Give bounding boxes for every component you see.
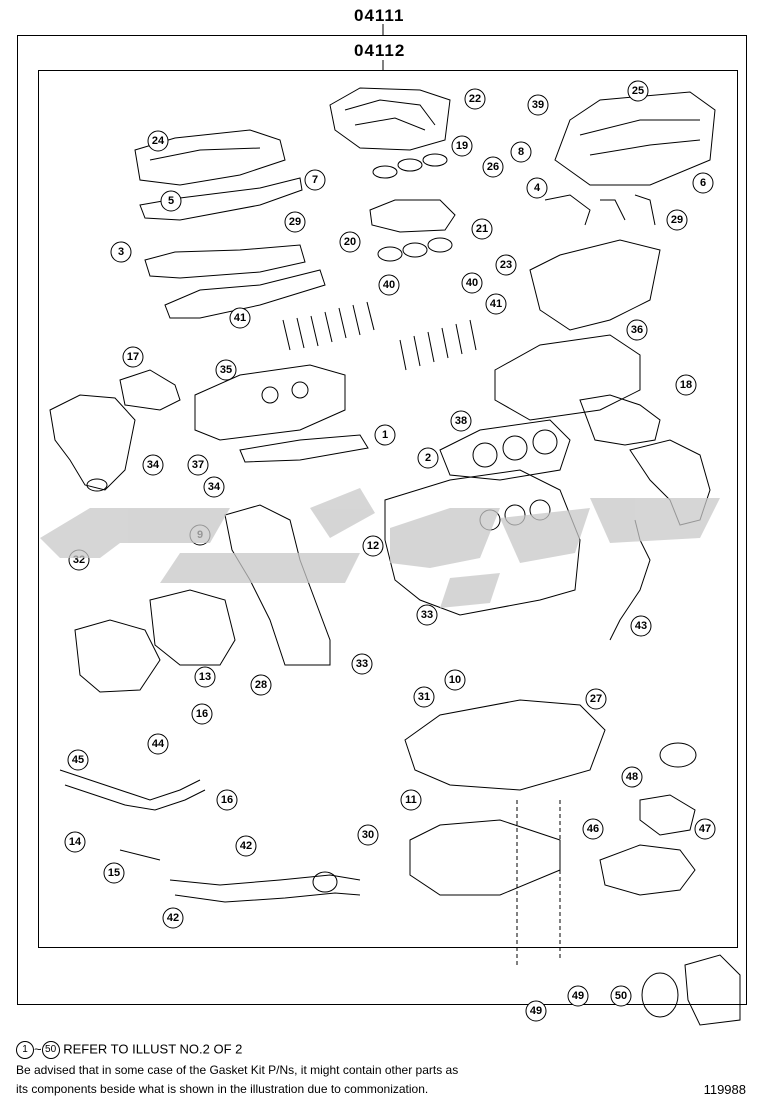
callout-26: 26 [487, 161, 499, 173]
callout-11: 11 [405, 794, 417, 806]
callout-37: 37 [192, 459, 204, 471]
callout-23: 23 [500, 259, 512, 271]
ref-tilde: ~ [34, 1041, 42, 1057]
callout-14: 14 [69, 836, 82, 848]
callout-38: 38 [455, 415, 467, 427]
callout-1: 1 [382, 429, 388, 441]
callout-13: 13 [199, 671, 211, 683]
callout-21: 21 [476, 223, 488, 235]
callout-33a: 33 [421, 609, 433, 621]
callout-32: 32 [73, 554, 85, 566]
callout-50: 50 [615, 990, 627, 1002]
callout-39: 39 [532, 99, 544, 111]
callout-29a: 29 [289, 216, 301, 228]
callout-16b: 16 [221, 794, 233, 806]
callout-46: 46 [587, 823, 599, 835]
callout-19: 19 [456, 140, 468, 152]
figure-id: 119988 [703, 1082, 746, 1097]
callout-44: 44 [152, 738, 165, 750]
callout-18: 18 [680, 379, 692, 391]
callout-22: 22 [469, 93, 481, 105]
callout-47: 47 [699, 823, 711, 835]
callout-6: 6 [700, 177, 706, 189]
inner-kit-frame [38, 70, 738, 948]
callout-31: 31 [418, 691, 430, 703]
callout-43: 43 [635, 620, 647, 632]
callout-42a: 42 [240, 840, 252, 852]
callout-20: 20 [344, 236, 356, 248]
callout-8: 8 [518, 146, 524, 158]
callout-40a: 40 [383, 279, 395, 291]
callout-5: 5 [168, 195, 174, 207]
callout-41a: 41 [234, 312, 246, 324]
callout-10: 10 [449, 674, 461, 686]
outer-kit-frame [17, 35, 747, 1005]
callout-2: 2 [425, 452, 431, 464]
kit-code-inner: 04112 [354, 41, 406, 60]
callout-36: 36 [631, 324, 643, 336]
callout-40b: 40 [466, 277, 478, 289]
callout-24: 24 [152, 135, 165, 147]
callout-33b: 33 [356, 658, 368, 670]
callout-49b: 49 [572, 990, 584, 1002]
callout-17: 17 [127, 351, 139, 363]
callout-49a: 49 [530, 1005, 542, 1017]
ref-text: REFER TO ILLUST NO.2 OF 2 [63, 1041, 243, 1057]
callout-9: 9 [197, 529, 203, 541]
kit-code-outer: 04111 [354, 6, 405, 25]
callout-16a: 16 [196, 708, 208, 720]
reference-note: 1~50 REFER TO ILLUST NO.2 OF 2 [16, 1041, 242, 1059]
callout-41b: 41 [490, 298, 502, 310]
callout-48: 48 [626, 771, 638, 783]
callout-45: 45 [72, 754, 84, 766]
callout-28: 28 [255, 679, 267, 691]
callout-25: 25 [632, 85, 644, 97]
callout-27: 27 [590, 693, 602, 705]
advisory-line-1: Be advised that in some case of the Gask… [16, 1063, 459, 1077]
callout-30: 30 [362, 829, 374, 841]
callout-35: 35 [220, 364, 232, 376]
advisory-line-2: its components beside what is shown in t… [16, 1082, 429, 1096]
callout-4: 4 [534, 182, 541, 194]
callout-15: 15 [108, 867, 120, 879]
ref-end-marker: 50 [41, 1041, 60, 1059]
callout-3: 3 [118, 246, 124, 258]
ref-start-marker: 1 [16, 1041, 34, 1059]
callout-12: 12 [367, 540, 379, 552]
callout-42b: 42 [167, 912, 179, 924]
callout-34a: 34 [147, 459, 160, 471]
callout-7: 7 [312, 174, 318, 186]
callout-34b: 34 [208, 481, 221, 493]
callout-29b: 29 [671, 214, 683, 226]
